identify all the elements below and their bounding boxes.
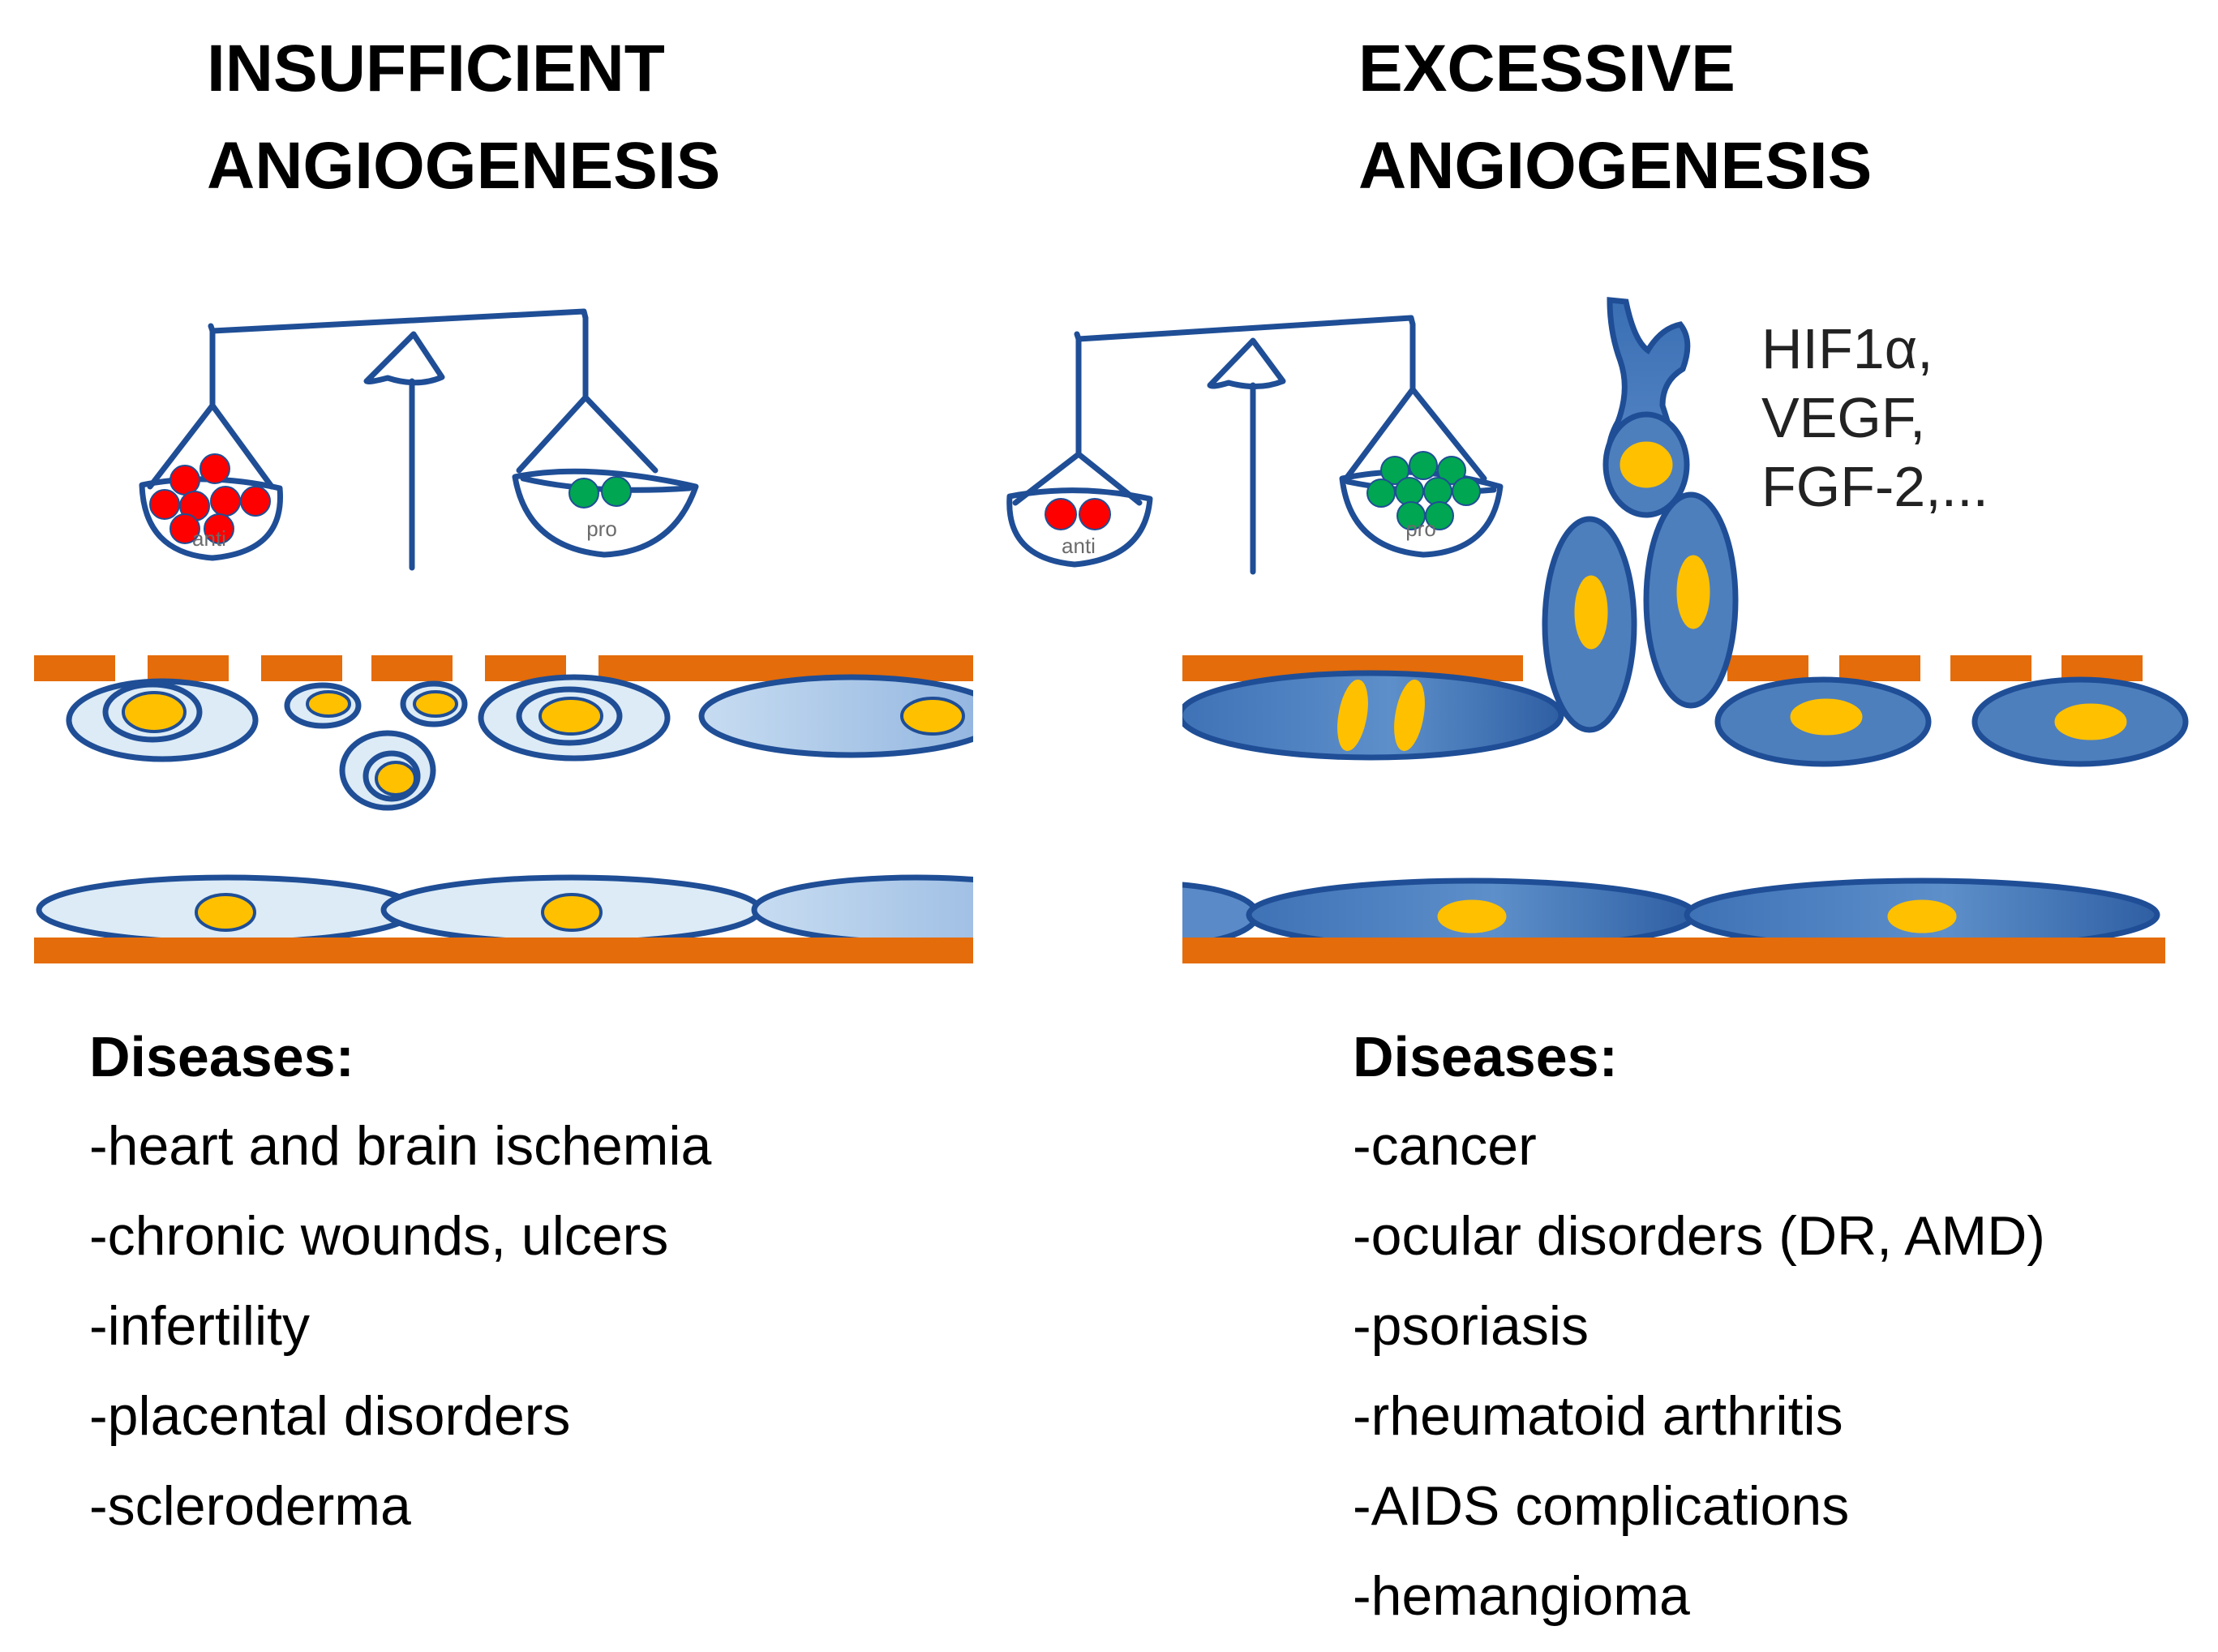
pan-anti-right-label: anti [1062, 534, 1096, 558]
balance-string-anti-right [1012, 336, 1143, 506]
factor-hif1a: HIF1α, [1761, 317, 1933, 380]
title-insufficient-line1: INSUFFICIENT [207, 32, 665, 105]
factor-vegf: VEGF, [1761, 386, 1926, 449]
anti-factors-right [1045, 498, 1111, 530]
basement-membrane-right-bottom [1182, 938, 2165, 963]
pan-anti-right [1006, 487, 1153, 568]
pan-anti-left-label: anti [192, 526, 226, 551]
balance-beam-right [1074, 315, 1416, 342]
disease-item: -placental disorders [89, 1385, 571, 1447]
balance-string-pro-right [1343, 321, 1487, 482]
balance-string-anti-left [147, 328, 275, 490]
endothelial-cells-left-top [66, 674, 973, 811]
diseases-heading-left: Diseases: [89, 1025, 354, 1088]
pro-factors-left [568, 476, 632, 508]
diseases-heading-right: Diseases: [1353, 1025, 1618, 1088]
balance-pivot-right [1207, 337, 1286, 390]
factor-fgf2: FGF-2,... [1761, 455, 1988, 518]
title-excessive: EXCESSIVE ANGIOGENESIS [1358, 20, 1872, 215]
anti-factors-left [149, 453, 271, 544]
disease-item: -heart and brain ischemia [89, 1115, 712, 1177]
endothelial-cells-left-bottom [36, 874, 973, 946]
title-excessive-line1: EXCESSIVE [1358, 32, 1735, 105]
disease-item: -psoriasis [1353, 1295, 1589, 1357]
diseases-list-insufficient: Diseases: -heart and brain ischemia -chr… [89, 1012, 711, 1551]
balance-beam-left [208, 308, 589, 334]
pan-pro-right-label: pro [1405, 517, 1436, 541]
disease-item: -rheumatoid arthritis [1353, 1385, 1843, 1447]
growth-factor-list: HIF1α, VEGF, FGF-2,... [1761, 315, 1988, 521]
balance-string-pro-left [516, 315, 659, 474]
vessel-left [34, 655, 973, 963]
pan-pro-left [512, 468, 699, 558]
disease-item: -hemangioma [1353, 1565, 1690, 1627]
disease-item: -chronic wounds, ulcers [89, 1205, 669, 1267]
disease-item: -ocular disorders (DR, AMD) [1353, 1205, 2045, 1267]
basement-membrane-left-top [34, 655, 973, 681]
vessel-right [1182, 655, 2189, 963]
title-excessive-line2: ANGIOGENESIS [1358, 129, 1873, 203]
pan-pro-left-label: pro [586, 517, 617, 541]
balance-pivot-left [363, 331, 445, 386]
endothelial-cells-right-top [1182, 670, 2189, 767]
diseases-list-excessive: Diseases: -cancer -ocular disorders (DR,… [1353, 1012, 2045, 1641]
disease-item: -cancer [1353, 1115, 1537, 1177]
basement-membrane-left-bottom [34, 938, 973, 963]
title-insufficient-line2: ANGIOGENESIS [207, 129, 721, 203]
disease-item: -AIDS complications [1353, 1475, 1850, 1537]
disease-item: -infertility [89, 1295, 311, 1357]
title-insufficient: INSUFFICIENT ANGIOGENESIS [207, 20, 720, 215]
pro-factors-right [1366, 451, 1481, 530]
sprouting-tip-cells [1542, 297, 1739, 733]
disease-item: -scleroderma [89, 1475, 411, 1537]
